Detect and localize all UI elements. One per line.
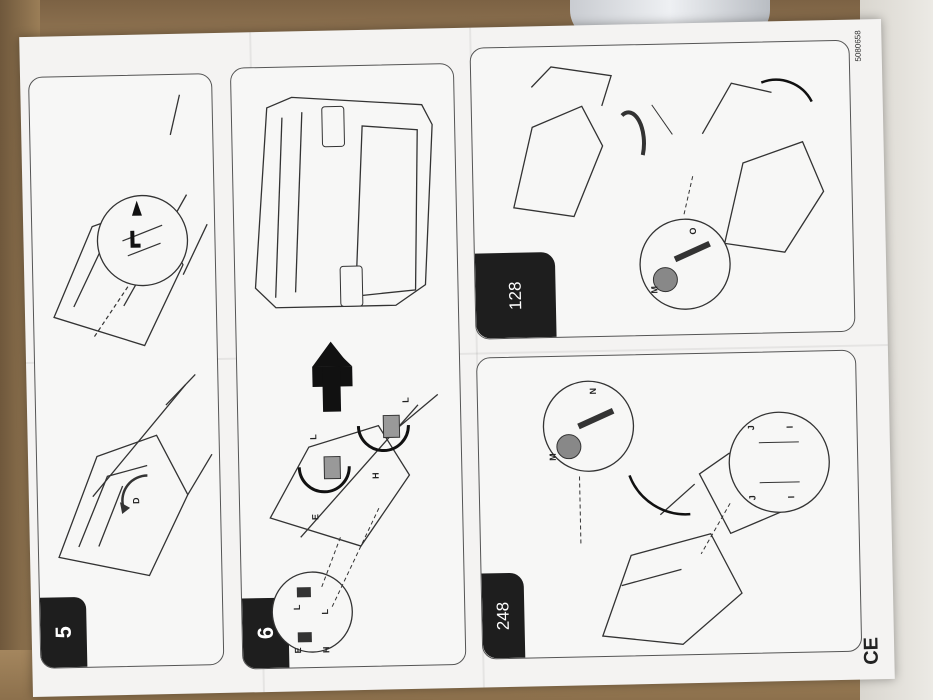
part-label: O: [687, 227, 698, 235]
instruction-sheet: 5: [19, 19, 895, 697]
part-label: J: [747, 495, 758, 501]
step-6-illustration: [254, 96, 439, 653]
part-label: L: [308, 434, 319, 440]
part-label: E: [310, 513, 321, 521]
variant-128-illustration: [513, 66, 825, 310]
variant-128-panel: 128 M O: [469, 39, 856, 340]
part-label: M: [649, 285, 660, 294]
part-label: L: [291, 604, 302, 611]
variant-248-panel: 248 M N I J: [475, 349, 863, 660]
part-label: L: [400, 397, 411, 403]
part-label: E: [293, 647, 304, 654]
part-label: H: [321, 646, 332, 654]
step-6-panel: 6: [229, 63, 467, 670]
part-label: D: [131, 497, 142, 505]
step-5-panel: 5: [28, 73, 225, 669]
step-5-illustration: [53, 94, 213, 577]
part-label: N: [587, 387, 599, 395]
part-label: I: [786, 495, 797, 499]
document-code: 5080658: [853, 30, 863, 62]
part-label: I: [784, 425, 795, 429]
part-label: L: [319, 608, 331, 615]
part-label: H: [370, 472, 381, 480]
variant-248-illustration: [542, 380, 830, 646]
ce-mark: CE: [860, 636, 883, 666]
part-label: J: [745, 425, 757, 431]
part-label: M: [547, 453, 558, 461]
